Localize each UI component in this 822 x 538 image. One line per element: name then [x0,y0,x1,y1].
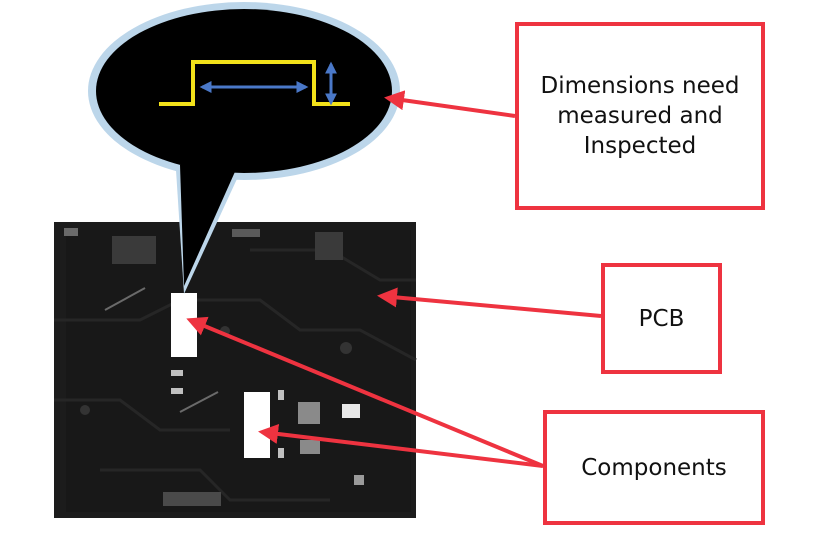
pcb-pad [171,388,183,394]
pcb-inner-area [66,230,411,512]
pcb-via [340,342,352,354]
dimensions-label: Dimensions need measured and Inspected [540,73,740,159]
pcb-small-component [300,440,320,454]
pcb-board [54,222,417,518]
pcb-small-component [342,404,360,418]
callout-bubble [88,2,400,294]
pcb-pad [64,228,78,236]
component-upper-arrow [186,316,544,468]
pcb-pad [278,448,284,458]
pcb-silkscreen [163,492,221,506]
bubble-tail [180,165,238,286]
pcb-trace-highlight [179,391,219,413]
pcb-arrow [377,287,602,318]
pcb-pad [171,370,183,376]
component-upper [171,293,197,357]
pcb-label-box: PCB [601,263,722,374]
pcb-pad-row [232,229,260,237]
dimensions-label-box: Dimensions need measured and Inspected [515,22,765,210]
component-lower-arrow [258,423,544,468]
dimensions-arrow [384,90,516,118]
bubble-body [96,9,392,173]
pcb-small-component [354,475,364,485]
pcb-label: PCB [638,305,685,332]
pcb-pad [278,390,284,400]
pcb-chip [315,232,343,260]
trace-profile-line [159,60,350,106]
components-label: Components [581,454,727,481]
pcb-small-component [298,402,320,424]
components-label-box: Components [543,410,765,525]
pcb-via [80,405,90,415]
pcb-trace [250,248,416,282]
pcb-trace-highlight [104,287,146,311]
component-lower [244,392,270,458]
pcb-trace [100,468,330,502]
pointer-arrows [186,90,602,468]
pcb-trace [54,398,230,432]
pcb-trace [54,298,417,362]
pcb-chip [112,236,156,264]
